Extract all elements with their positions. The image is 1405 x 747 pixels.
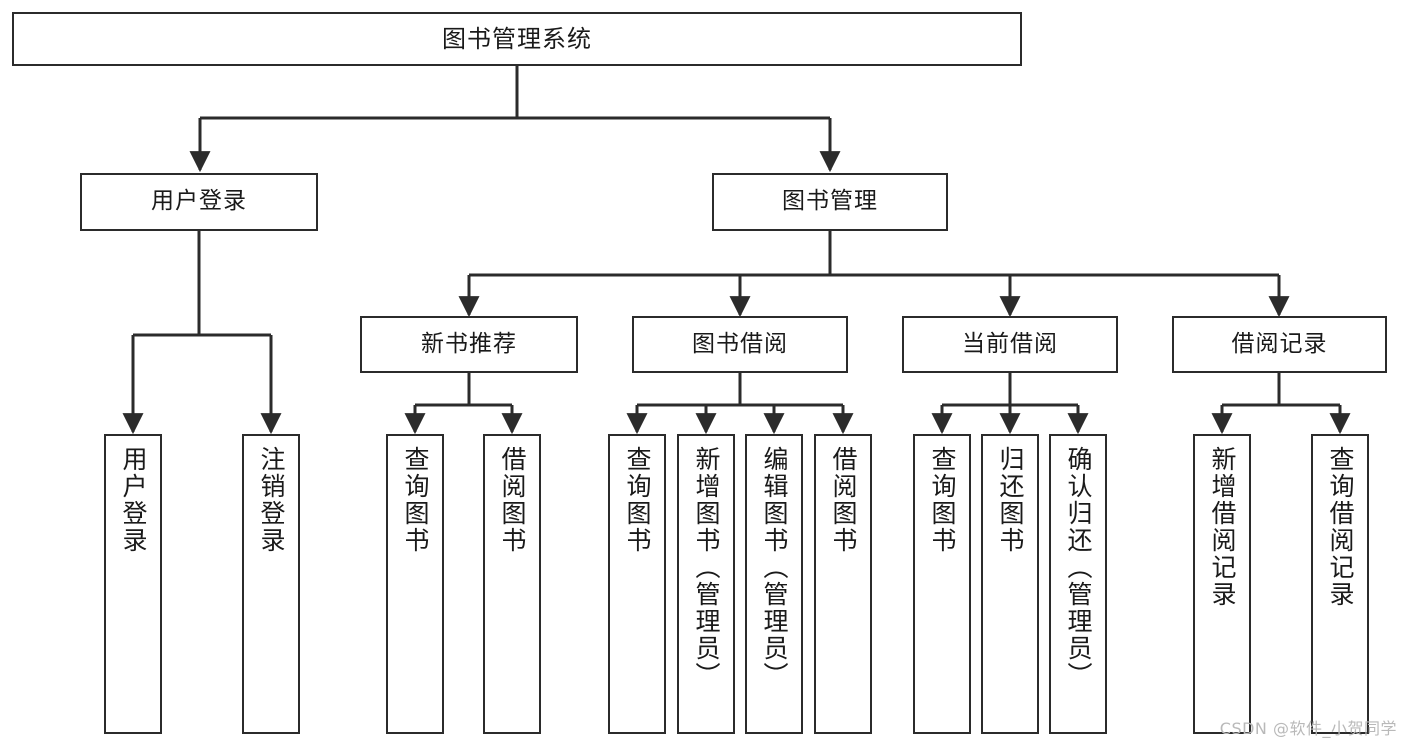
node-current-borrowing[interactable]: 当前借阅 — [902, 316, 1118, 373]
node-label: 图书借阅 — [692, 330, 788, 357]
node-label: 归还图书 — [996, 446, 1025, 554]
node-user-login[interactable]: 用户登录 — [80, 173, 318, 231]
node-label: 新书推荐 — [421, 330, 517, 357]
node-leaf-borrow-query-books[interactable]: 查询图书 — [608, 434, 666, 734]
node-leaf-edit-book-admin[interactable]: 编辑图书（管理员） — [745, 434, 803, 734]
node-label: 确认归还（管理员） — [1064, 446, 1093, 689]
node-label: 注销登录 — [257, 446, 286, 554]
node-label: 借阅图书 — [829, 446, 858, 554]
node-label: 新增借阅记录 — [1208, 446, 1237, 608]
node-label: 新增图书（管理员） — [692, 446, 721, 689]
node-leaf-logout[interactable]: 注销登录 — [242, 434, 300, 734]
node-label: 编辑图书（管理员） — [760, 446, 789, 689]
node-root-book-management-system[interactable]: 图书管理系统 — [12, 12, 1022, 66]
node-leaf-current-query-books[interactable]: 查询图书 — [913, 434, 971, 734]
node-label: 用户登录 — [151, 188, 247, 215]
watermark: CSDN @软件_小贺同学 — [1219, 719, 1397, 738]
node-label: 当前借阅 — [962, 330, 1058, 357]
node-leaf-add-book-admin[interactable]: 新增图书（管理员） — [677, 434, 735, 734]
node-leaf-user-login[interactable]: 用户登录 — [104, 434, 162, 734]
node-label: 查询图书 — [928, 446, 957, 554]
node-label: 图书管理系统 — [442, 24, 592, 53]
node-borrowing-record[interactable]: 借阅记录 — [1172, 316, 1387, 373]
node-leaf-add-borrow-record[interactable]: 新增借阅记录 — [1193, 434, 1251, 734]
node-new-book-recommendation[interactable]: 新书推荐 — [360, 316, 578, 373]
node-leaf-borrow-books[interactable]: 借阅图书 — [814, 434, 872, 734]
node-label: 查询图书 — [401, 446, 430, 554]
node-label: 图书管理 — [782, 188, 878, 215]
node-leaf-new-book-borrow-books[interactable]: 借阅图书 — [483, 434, 541, 734]
node-leaf-return-books[interactable]: 归还图书 — [981, 434, 1039, 734]
node-book-borrowing[interactable]: 图书借阅 — [632, 316, 848, 373]
node-leaf-query-borrow-record[interactable]: 查询借阅记录 — [1311, 434, 1369, 734]
node-leaf-new-book-query-books[interactable]: 查询图书 — [386, 434, 444, 734]
node-book-management[interactable]: 图书管理 — [712, 173, 948, 231]
node-label: 查询借阅记录 — [1326, 446, 1355, 608]
node-label: 借阅记录 — [1231, 330, 1328, 357]
node-label: 用户登录 — [119, 446, 148, 554]
node-label: 查询图书 — [623, 446, 652, 554]
node-leaf-confirm-return-admin[interactable]: 确认归还（管理员） — [1049, 434, 1107, 734]
node-label: 借阅图书 — [498, 446, 527, 554]
